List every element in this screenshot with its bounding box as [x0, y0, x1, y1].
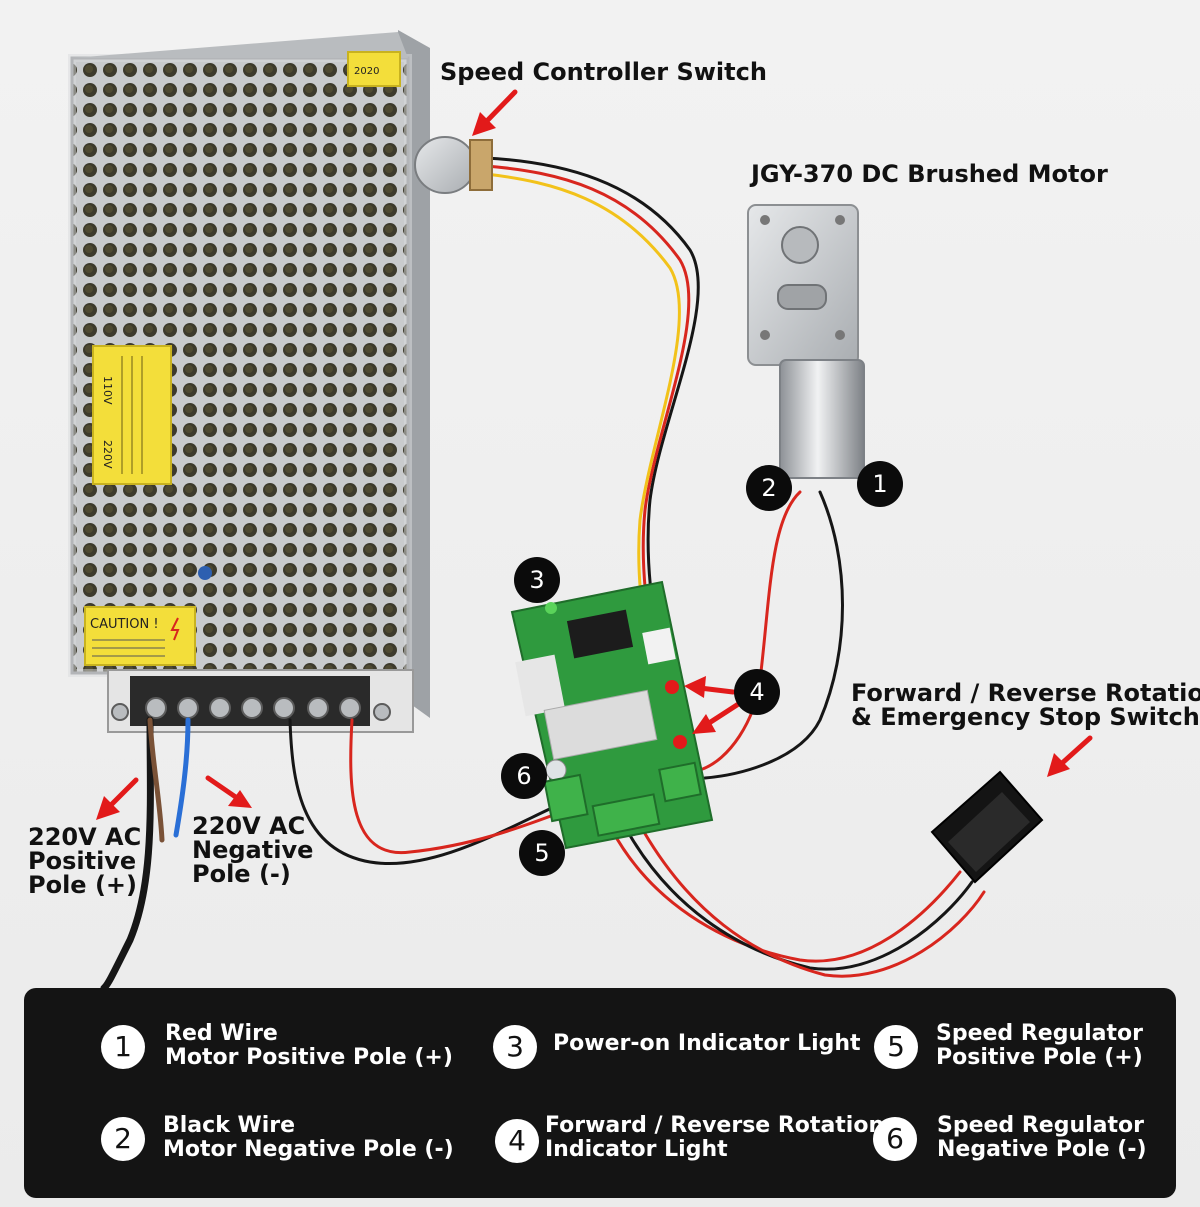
- legend-number-6: 6: [873, 1117, 917, 1161]
- legend-number-5: 5: [874, 1025, 918, 1069]
- motor-controller-board: [510, 580, 714, 850]
- pointer-arrows: [96, 89, 1093, 820]
- legend-text-1-line1: Red Wire: [165, 1021, 278, 1046]
- dc-brushed-motor: [747, 204, 865, 479]
- marker-6: 6: [501, 753, 547, 799]
- label-rotation-switch-line2: & Emergency Stop Switch: [851, 703, 1200, 731]
- rotation-rocker-switch: [930, 770, 1044, 884]
- label-ac-negative-line1: 220V AC: [192, 812, 306, 840]
- legend-text-4-line1: Forward / Reverse Rotation: [545, 1113, 885, 1138]
- label-ac-negative-line3: Pole (-): [192, 860, 291, 888]
- psu-voltage-110-text: 110V: [101, 376, 114, 405]
- marker-4: 4: [734, 669, 780, 715]
- legend-text-5-line2: Positive Pole (+): [936, 1045, 1143, 1070]
- legend-number-3: 3: [493, 1025, 537, 1069]
- marker-1: 1: [857, 461, 903, 507]
- marker-3: 3: [514, 557, 560, 603]
- legend-text-6-line1: Speed Regulator: [937, 1113, 1144, 1138]
- label-speed-controller-switch: Speed Controller Switch: [440, 58, 767, 86]
- legend-number-4: 4: [495, 1119, 539, 1163]
- label-ac-positive-line3: Pole (+): [28, 871, 137, 899]
- legend-text-5-line1: Speed Regulator: [936, 1021, 1143, 1046]
- psu-caution-text: CAUTION !: [90, 617, 159, 632]
- legend-number-2: 2: [101, 1117, 145, 1161]
- legend-text-1-line2: Motor Positive Pole (+): [165, 1045, 453, 1070]
- marker-5: 5: [519, 830, 565, 876]
- marker-2: 2: [746, 465, 792, 511]
- wires: [100, 156, 986, 992]
- legend-text-3-line1: Power-on Indicator Light: [553, 1031, 861, 1056]
- power-supply-unit: 110V 220V CAUTION ! 2020: [68, 30, 430, 733]
- psu-voltage-220-text: 220V: [101, 440, 114, 469]
- psu-sticker-text: 2020: [354, 66, 379, 77]
- legend-number-1: 1: [101, 1025, 145, 1069]
- label-ac-positive-line2: Positive: [28, 847, 137, 875]
- legend-text-4-line2: Indicator Light: [545, 1137, 728, 1162]
- label-motor: JGY-370 DC Brushed Motor: [751, 160, 1108, 188]
- legend-text-2-line1: Black Wire: [163, 1113, 296, 1138]
- speed-controller-potentiometer: [414, 136, 493, 194]
- label-ac-negative-line2: Negative: [192, 836, 314, 864]
- legend-panel: 1 Red Wire Motor Positive Pole (+) 2 Bla…: [24, 988, 1176, 1198]
- legend-text-2-line2: Motor Negative Pole (-): [163, 1137, 454, 1162]
- legend-text-6-line2: Negative Pole (-): [937, 1137, 1147, 1162]
- label-ac-positive-line1: 220V AC: [28, 823, 142, 851]
- label-rotation-switch-line1: Forward / Reverse Rotation: [851, 679, 1200, 707]
